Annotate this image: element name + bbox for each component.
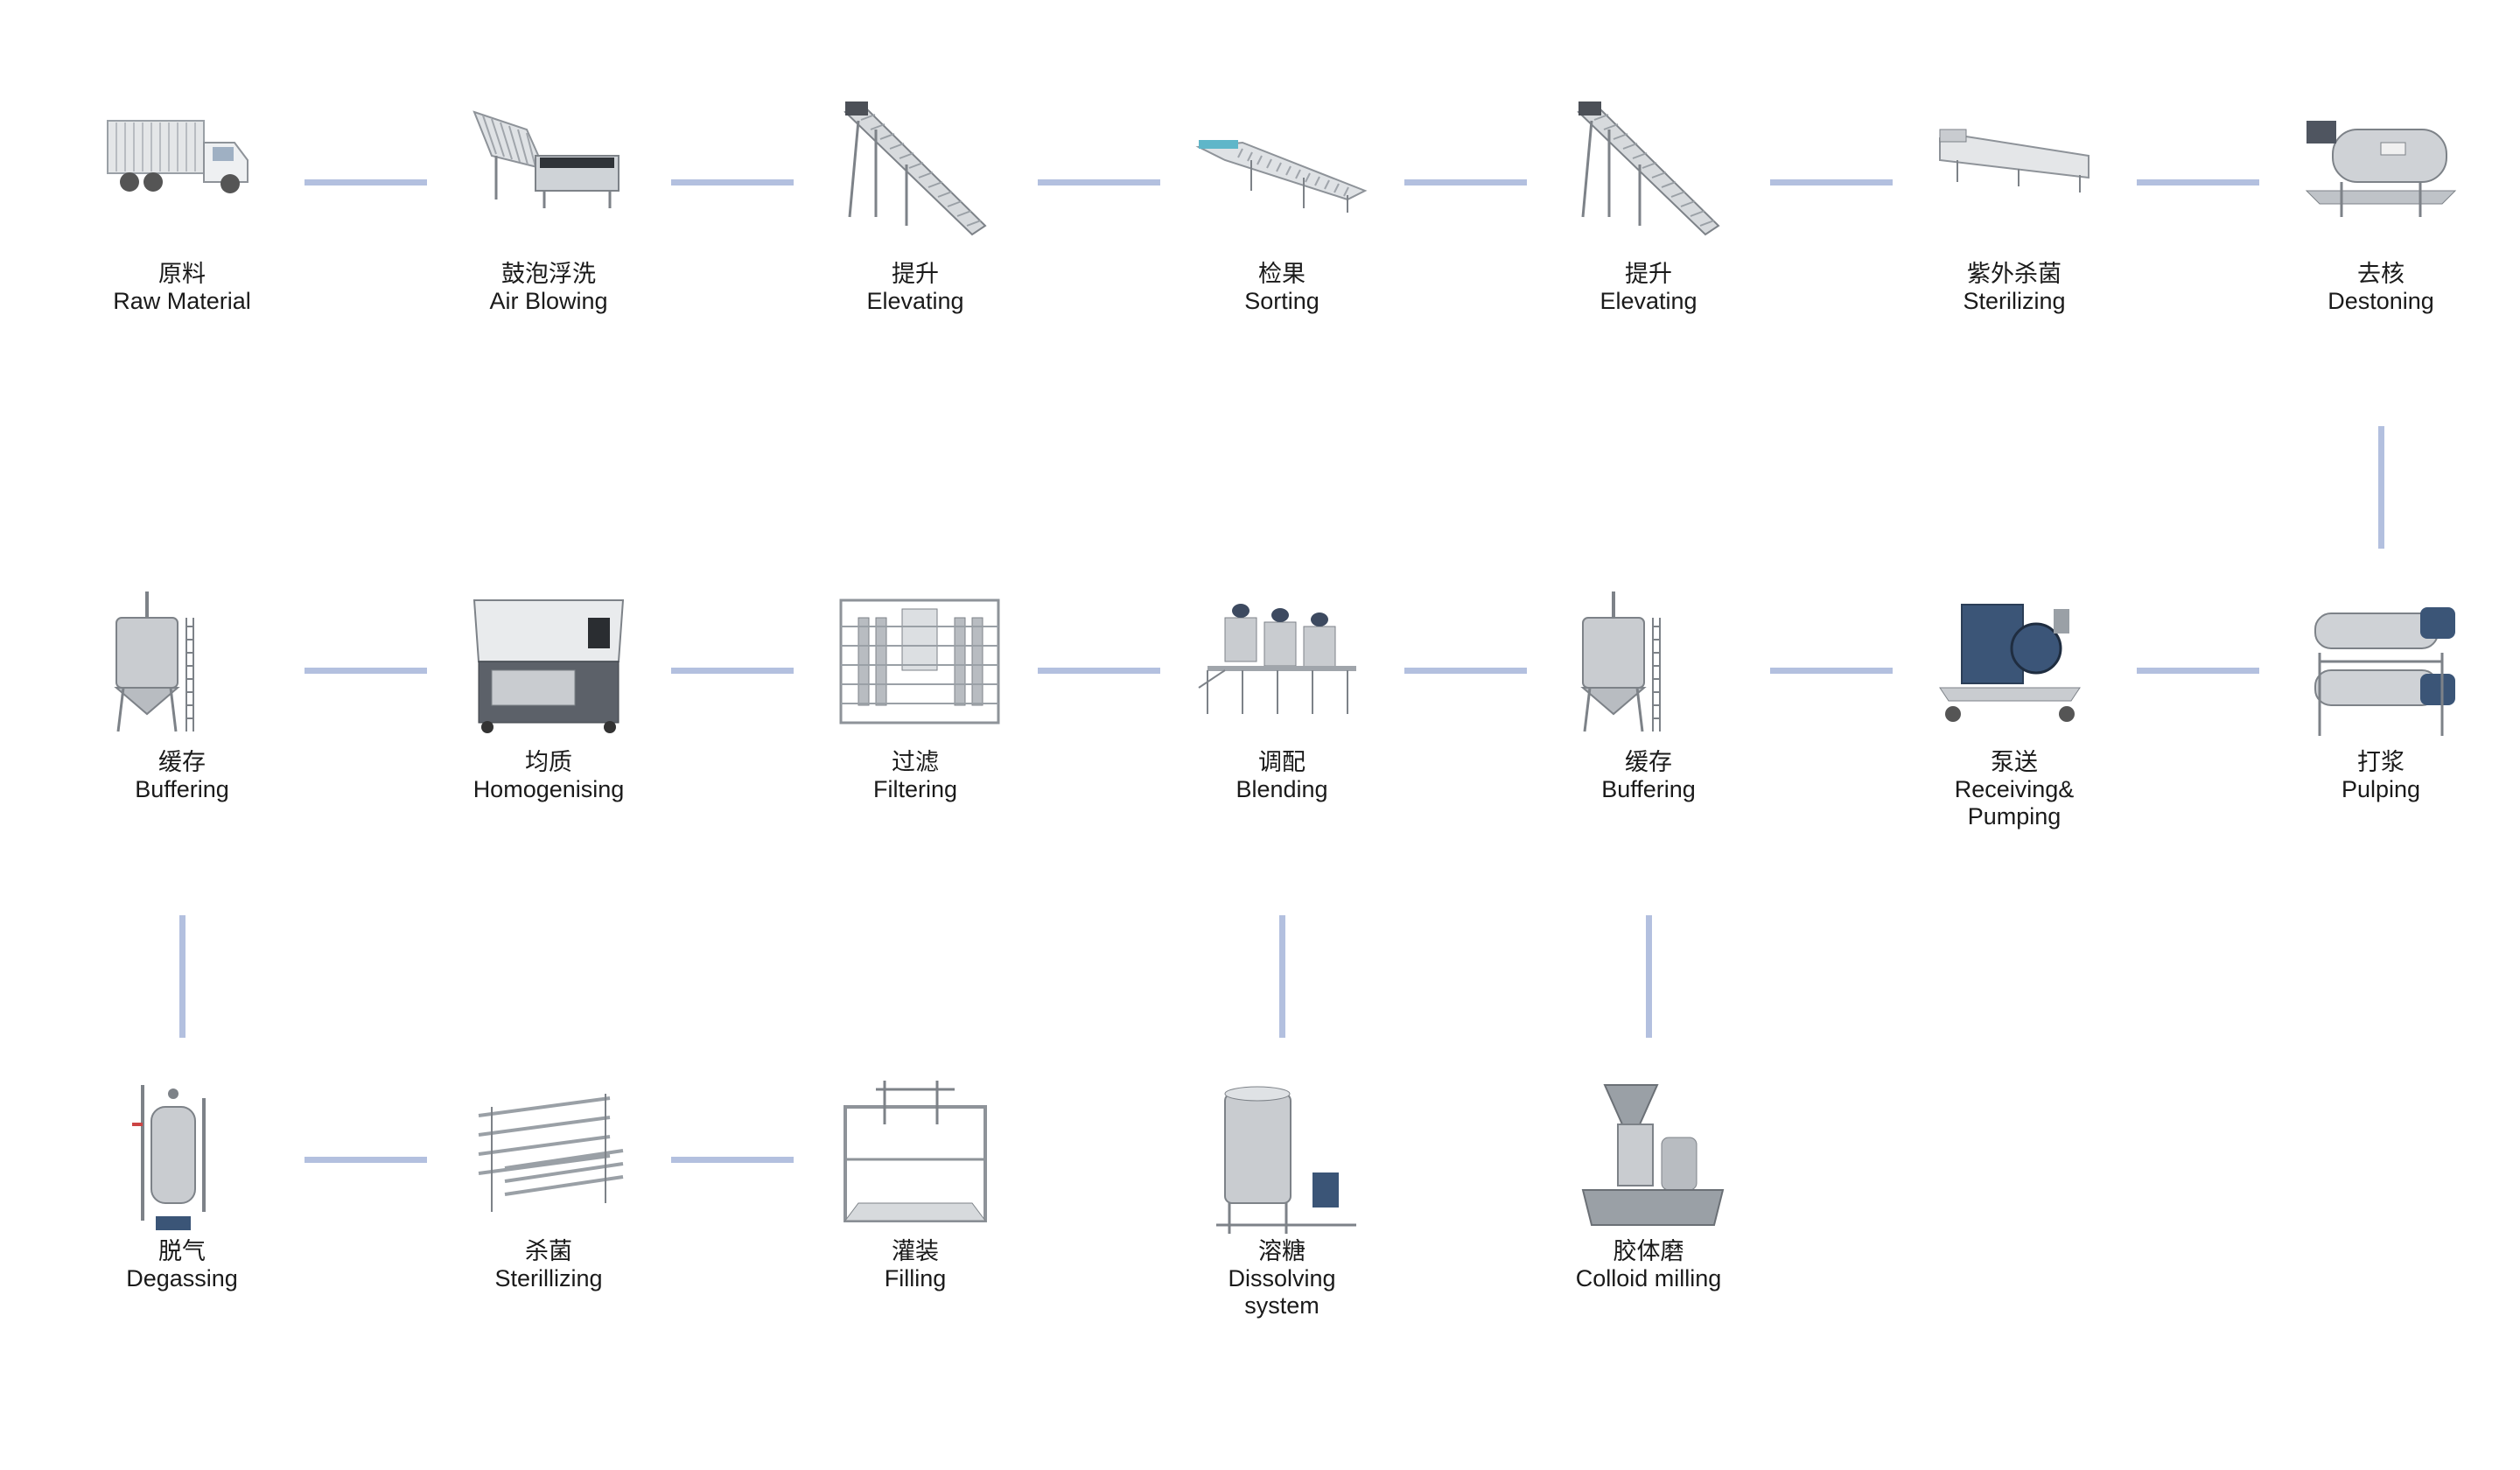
step-label-en: Filtering xyxy=(872,776,958,802)
step-label-zh: 缓存 xyxy=(158,749,206,775)
connector-line xyxy=(2378,426,2384,549)
filler-frame-icon xyxy=(844,1081,987,1222)
step-label-zh: 检果 xyxy=(1258,261,1306,287)
step-label-en: Colloid milling xyxy=(1575,1265,1722,1292)
connector-line xyxy=(2136,179,2259,186)
step-label-zh: 泵送 xyxy=(1991,749,2038,775)
step-label-zh: 过滤 xyxy=(892,749,939,775)
step-label-en: Buffering xyxy=(1601,776,1696,802)
filter-skid-icon xyxy=(839,598,1000,724)
step-label-en: Homogenising xyxy=(472,776,625,802)
connector-line xyxy=(304,179,427,186)
step-label-en: Degassing xyxy=(126,1265,238,1292)
connector-line xyxy=(2136,668,2259,674)
pump-cart-icon xyxy=(1939,604,2081,722)
step-label-zh: 均质 xyxy=(525,749,572,775)
step-label-en: Filling xyxy=(884,1265,947,1292)
step-label-zh: 提升 xyxy=(892,261,939,287)
step-label-zh: 调配 xyxy=(1258,749,1306,775)
connector-line xyxy=(1037,179,1160,186)
step-label-zh: 紫外杀菌 xyxy=(1967,261,2062,287)
step-label-en: Pumping xyxy=(1967,803,2062,830)
destoner-icon xyxy=(2305,121,2457,217)
connector-line xyxy=(1037,668,1160,674)
elevator-conveyor-icon xyxy=(844,102,987,236)
connector-line xyxy=(1770,668,1893,674)
step-label-en: Elevating xyxy=(1600,288,1698,314)
step-label-en: Pulping xyxy=(2341,776,2421,802)
colloid-mill-icon xyxy=(1581,1084,1725,1226)
connector-line xyxy=(1646,914,1652,1038)
dissolving-tank-icon xyxy=(1216,1086,1356,1234)
elevator-conveyor-icon xyxy=(1577,102,1720,236)
connector-line xyxy=(1404,179,1527,186)
connector-line xyxy=(1279,914,1285,1038)
step-label-en: Raw Material xyxy=(113,288,251,314)
connector-line xyxy=(1404,668,1527,674)
pulper-icon xyxy=(2314,607,2455,736)
degasser-icon xyxy=(132,1085,206,1230)
blending-tanks-icon xyxy=(1198,604,1356,714)
connector-line xyxy=(1770,179,1893,186)
step-label-en: Sorting xyxy=(1244,288,1320,314)
sorting-conveyor-icon xyxy=(1195,140,1368,213)
step-label-zh: 提升 xyxy=(1625,261,1672,287)
step-label-en: system xyxy=(1244,1292,1320,1319)
bubble-washer-icon xyxy=(472,110,620,208)
step-label-en: Sterilizing xyxy=(1963,288,2066,314)
homogenizer-icon xyxy=(472,599,625,733)
step-label-zh: 原料 xyxy=(158,261,206,287)
buffer-tank-icon xyxy=(114,592,194,732)
step-label-zh: 鼓泡浮洗 xyxy=(501,261,596,287)
connector-line xyxy=(304,668,427,674)
step-label-en: Buffering xyxy=(135,776,229,802)
step-label-zh: 灌装 xyxy=(892,1238,939,1264)
step-label-en: Destoning xyxy=(2328,288,2434,314)
tube-sterilizer-icon xyxy=(478,1094,624,1212)
step-label-zh: 缓存 xyxy=(1625,749,1672,775)
step-label-zh: 胶体磨 xyxy=(1613,1238,1684,1264)
step-label-zh: 打浆 xyxy=(2357,749,2404,775)
step-label-en: Elevating xyxy=(866,288,964,314)
step-label-en: Blending xyxy=(1236,776,1328,802)
connector-line xyxy=(670,1157,794,1163)
truck-icon xyxy=(107,120,248,193)
step-label-en: Air Blowing xyxy=(489,288,608,314)
uv-sterilizer-icon xyxy=(1939,129,2090,192)
step-label-zh: 脱气 xyxy=(158,1238,206,1264)
connector-line xyxy=(304,1157,427,1163)
step-label-en: Receiving& xyxy=(1954,776,2075,802)
step-label-zh: 溶糖 xyxy=(1258,1238,1306,1264)
step-label-en: Dissolving xyxy=(1228,1265,1336,1292)
step-label-en: Sterillizing xyxy=(494,1265,603,1292)
connector-line xyxy=(670,668,794,674)
buffer-tank-icon xyxy=(1580,592,1661,732)
connector-line xyxy=(670,179,794,186)
step-label-zh: 杀菌 xyxy=(525,1238,572,1264)
step-label-zh: 去核 xyxy=(2357,261,2404,287)
connector-line xyxy=(179,914,186,1038)
